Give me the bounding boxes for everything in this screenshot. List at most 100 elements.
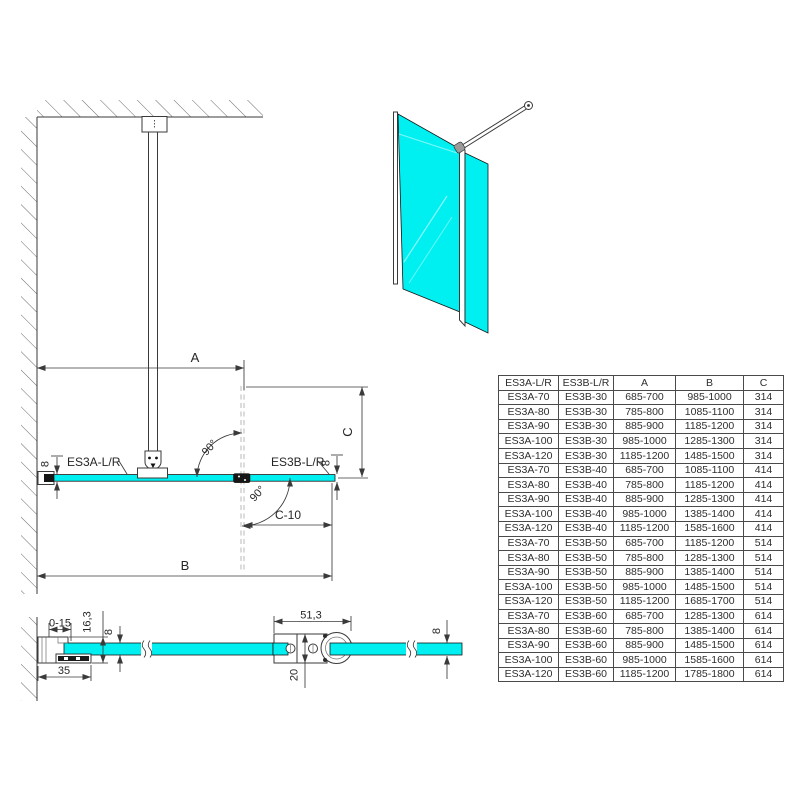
table-header-es3b: ES3B-L/R [558, 375, 614, 391]
dim-b-label: B [181, 558, 190, 573]
table-cell-b: 1085-1100 [675, 462, 744, 479]
iso-support-bar [453, 101, 533, 154]
table-cell-a: 1185-1200 [613, 520, 676, 537]
dim-a-label: A [191, 350, 200, 365]
iso-view [393, 101, 533, 334]
table-cell-b: 1585-1600 [675, 652, 744, 668]
dim-35-label: 35 [58, 665, 70, 677]
section-break-left [141, 640, 152, 658]
table-cell-b: 1385-1400 [675, 564, 744, 581]
dim-8-connector: 8 [431, 620, 450, 679]
table-cell-es3b: ES3B-50 [558, 564, 614, 581]
table-cell-es3b: ES3B-30 [558, 389, 614, 406]
table-cell-b: 1185-1200 [675, 418, 744, 435]
table-cell-a: 885-900 [613, 564, 676, 581]
table-cell-a: 985-1000 [613, 433, 676, 449]
model-leader-b [317, 460, 330, 475]
table-row: ES3A-90 ES3B-40 885-900 1285-1300 414 [498, 491, 784, 508]
table-cell-c: 614 [743, 623, 784, 639]
table-row: ES3A-70 ES3B-50 685-700 1185-1200 514 [498, 535, 784, 552]
dim-c10-label: C-10 [275, 508, 301, 522]
dim-16-3-label: 16,3 [82, 611, 94, 632]
section-glass-right [329, 642, 463, 656]
table-cell-a: 685-700 [613, 389, 676, 406]
table-row: ES3A-100 ES3B-40 985-1000 1385-1400 414 [498, 506, 784, 522]
table-cell-a: 1185-1200 [613, 447, 676, 464]
connector-section: 51,3 20 8 [272, 610, 463, 688]
dim-8-right: 8 [321, 454, 343, 500]
table-cell-c: 414 [743, 477, 784, 493]
table-cell-es3b: ES3B-30 [558, 433, 614, 449]
table-cell-es3a: ES3A-70 [498, 608, 559, 625]
table-cell-a: 985-1000 [613, 579, 676, 595]
table-cell-b: 1285-1300 [675, 608, 744, 625]
table-cell-es3b: ES3B-50 [558, 535, 614, 552]
angle-lower-label: 90° [248, 484, 268, 504]
table-header-c: C [743, 375, 784, 391]
table-header-es3a: ES3A-L/R [498, 375, 559, 391]
table-row: ES3A-90 ES3B-30 885-900 1185-1200 314 [498, 418, 784, 435]
glass-panel-b [247, 474, 336, 482]
table-cell-c: 414 [743, 506, 784, 522]
table-cell-b: 1585-1600 [675, 520, 744, 537]
table-cell-a: 885-900 [613, 637, 676, 654]
section-wall-hatch [21, 617, 37, 701]
table-row: ES3A-80 ES3B-30 785-800 1085-1100 314 [498, 404, 784, 420]
dim-0-15-label: 0-15 [49, 618, 71, 630]
table-cell-es3a: ES3A-80 [498, 404, 559, 420]
table-cell-es3a: ES3A-120 [498, 447, 559, 464]
top-wall-hatch [37, 100, 263, 117]
table-row: ES3A-100 ES3B-50 985-1000 1485-1500 514 [498, 579, 784, 595]
table-cell-a: 1185-1200 [613, 666, 676, 683]
joint-centerline [240, 386, 245, 570]
table-cell-b: 1485-1500 [675, 637, 744, 654]
table-cell-es3b: ES3B-30 [558, 404, 614, 420]
table-cell-b: 985-1000 [675, 389, 744, 406]
table-cell-es3a: ES3A-70 [498, 389, 559, 406]
dim-8-right-label: 8 [321, 460, 333, 466]
section-glass-left [63, 642, 274, 656]
plan-view: A C C-10 B 8 [21, 100, 368, 594]
table-cell-es3a: ES3A-90 [498, 637, 559, 654]
size-table: ES3A-L/R ES3B-L/R A B C ES3A-70 ES3B-30 … [498, 375, 784, 683]
table-cell-es3b: ES3B-60 [558, 623, 614, 639]
dim-8-section-label: 8 [103, 629, 115, 635]
table-row: ES3A-100 ES3B-30 985-1000 1285-1300 314 [498, 433, 784, 449]
dim-0-15: 0-15 [48, 618, 72, 641]
table-cell-b: 1385-1400 [675, 623, 744, 639]
wall-profile-plan [37, 471, 55, 485]
table-cell-b: 1685-1700 [675, 593, 744, 610]
table-cell-c: 614 [743, 637, 784, 654]
table-cell-b: 1285-1300 [675, 433, 744, 449]
table-row: ES3A-80 ES3B-60 785-800 1385-1400 614 [498, 623, 784, 639]
table-cell-es3a: ES3A-100 [498, 506, 559, 522]
table-cell-b: 1285-1300 [675, 550, 744, 566]
table-cell-es3b: ES3B-30 [558, 447, 614, 464]
table-cell-a: 685-700 [613, 608, 676, 625]
support-bar [141, 116, 168, 470]
table-cell-es3a: ES3A-100 [498, 652, 559, 668]
dim-51-3-label: 51,3 [300, 610, 321, 622]
table-row: ES3A-80 ES3B-50 785-800 1285-1300 514 [498, 550, 784, 566]
dim-8-left: 8 [40, 455, 63, 499]
glass-bracket [137, 467, 168, 479]
dim-c-label: C [340, 427, 355, 436]
table-cell-es3b: ES3B-40 [558, 462, 614, 479]
iso-connector-strip [459, 146, 466, 328]
table-cell-c: 514 [743, 593, 784, 610]
wall-profile-section: 0-15 16,3 8 35 [21, 611, 274, 701]
dim-35: 35 [37, 665, 92, 681]
table-row: ES3A-70 ES3B-30 685-700 985-1000 314 [498, 389, 784, 406]
dim-c: C [246, 386, 368, 479]
table-cell-b: 1085-1100 [675, 404, 744, 420]
table-cell-a: 885-900 [613, 418, 676, 435]
table-cell-es3b: ES3B-60 [558, 637, 614, 654]
table-row: ES3A-70 ES3B-40 685-700 1085-1100 414 [498, 462, 784, 479]
table-row: ES3A-90 ES3B-50 885-900 1385-1400 514 [498, 564, 784, 581]
table-cell-c: 514 [743, 579, 784, 595]
table-cell-es3b: ES3B-50 [558, 593, 614, 610]
table-cell-b: 1485-1500 [675, 579, 744, 595]
table-cell-a: 1185-1200 [613, 593, 676, 610]
table-cell-es3a: ES3A-90 [498, 564, 559, 581]
